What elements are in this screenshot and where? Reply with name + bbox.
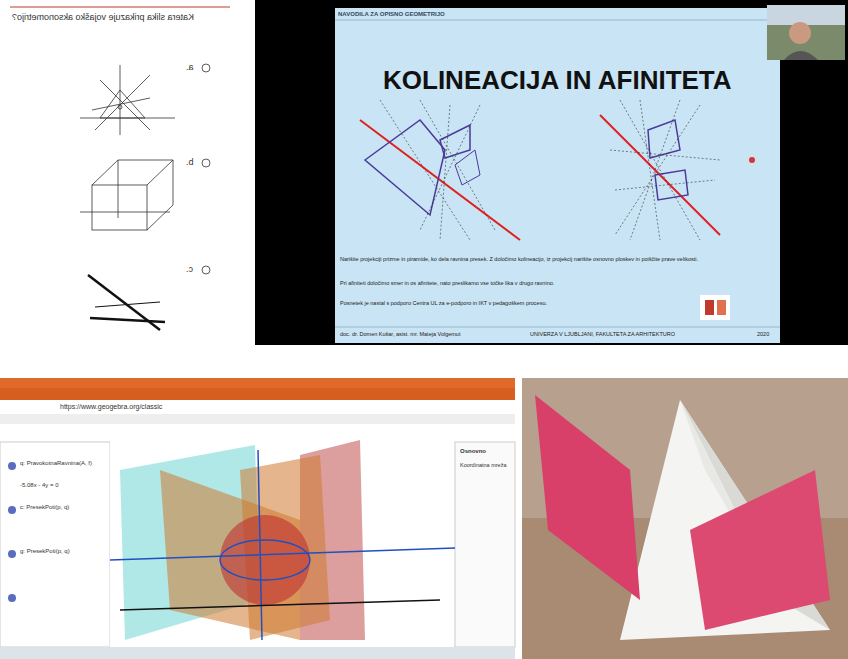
slide-header: NAVODILA ZA OPISNO GEOMETRIJO [338, 11, 445, 18]
slide-text: Posnetek je nastal s podporo Centra UL z… [340, 300, 690, 306]
panel-heading: Osnovno [460, 448, 486, 455]
algebra-entry: -5.08x - 4y = 0 [20, 482, 59, 489]
panel-option: Koordinatna mreža [460, 462, 506, 468]
slide-footer: doc. dr. Domen Kušar, asist. mr. Mateja … [340, 331, 460, 337]
option-letter: b. [186, 157, 194, 167]
algebra-entry: g: PresekPoti(p, q) [20, 548, 70, 555]
option-letter: a. [186, 62, 194, 72]
slide-text: Pri afiniteti določimo smer in os afinit… [340, 280, 690, 286]
slide-text: Narišite projekciji prizme in piramide, … [340, 256, 760, 262]
slide-footer: UNIVERZA V LJUBLJANI, FAKULTETA ZA ARHIT… [530, 331, 675, 337]
slide-title: KOLINEACIJA IN AFINITETA [383, 66, 732, 96]
slide-footer: 2020 [757, 331, 769, 337]
option-letter: c. [186, 264, 193, 274]
quiz-question: Katera slika prikazuje vojaško aksonomet… [12, 12, 194, 22]
algebra-entry: c: PresekPoti(p, q) [20, 504, 69, 511]
algebra-entry: q: PravokotnaRavnina(A, f) [20, 460, 92, 467]
url-text: https://www.geogebra.org/classic [60, 403, 162, 411]
